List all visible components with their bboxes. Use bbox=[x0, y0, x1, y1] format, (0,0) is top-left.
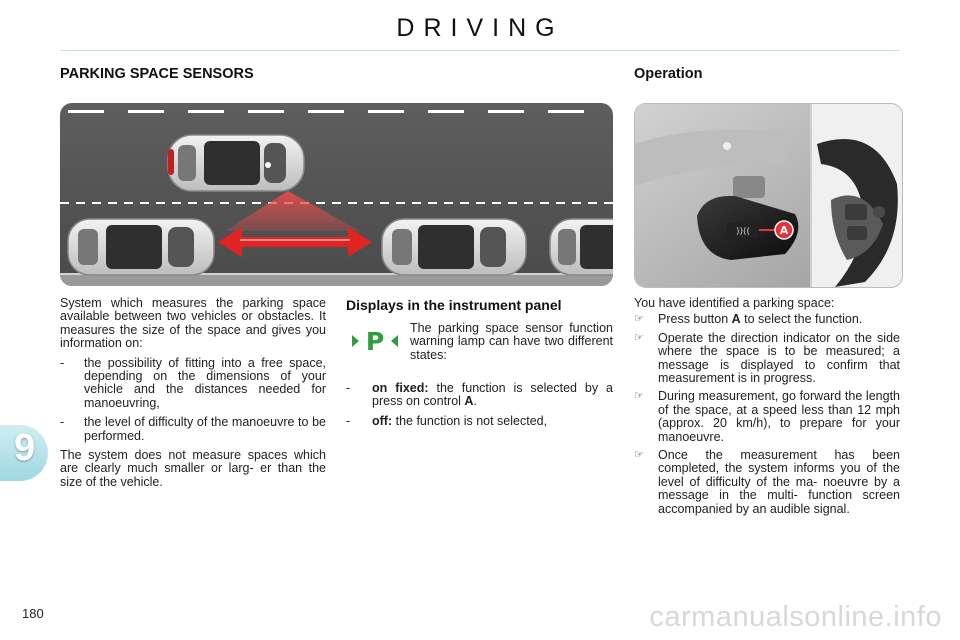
operation-text: You have identified a parking space: ☞ P… bbox=[634, 296, 900, 521]
operation-intro: You have identified a parking space: bbox=[634, 296, 835, 310]
lamp-states: - on fixed: the function is selected by … bbox=[346, 381, 613, 434]
callout-a-label: A bbox=[780, 224, 789, 237]
list-dash: - bbox=[346, 381, 351, 395]
list-item: ☞ Operate the direction indicator on the… bbox=[634, 330, 900, 386]
pointing-hand-icon: ☞ bbox=[634, 313, 644, 326]
list-item: - the possibility of fitting into a free… bbox=[60, 355, 326, 411]
state-text-end: . bbox=[473, 394, 477, 409]
step-text: Operate the direction indicator on the s… bbox=[658, 330, 900, 386]
pointing-hand-icon: ☞ bbox=[634, 390, 644, 403]
header-divider bbox=[60, 50, 900, 51]
dashboard-image: ))(( A bbox=[635, 104, 902, 287]
list-dash: - bbox=[60, 415, 65, 430]
pointing-hand-icon: ☞ bbox=[634, 331, 644, 344]
list-item: ☞ Press button A to select the function. bbox=[634, 313, 900, 326]
step-text: Press button bbox=[658, 312, 732, 327]
parking-illustration bbox=[60, 103, 613, 286]
step-text-end: to select the function. bbox=[740, 312, 863, 327]
page-number: 180 bbox=[22, 606, 44, 621]
parking-road-image bbox=[60, 103, 613, 286]
lamp-state-list: - on fixed: the function is selected by … bbox=[346, 381, 613, 428]
state-text: the function is selected by a press on c… bbox=[372, 381, 613, 409]
operation-steps: ☞ Press button A to select the function.… bbox=[634, 313, 900, 516]
chapter-tab bbox=[0, 425, 48, 481]
list-dash: - bbox=[60, 355, 65, 370]
list-item: - on fixed: the function is selected by … bbox=[346, 381, 613, 409]
intro-paragraph: System which measures the parking space … bbox=[60, 296, 326, 351]
watermark: carmanualsonline.info bbox=[649, 601, 942, 633]
note-paragraph: The system does not measure spaces which… bbox=[60, 448, 326, 489]
displays-subheading: Displays in the instrument panel bbox=[346, 297, 562, 313]
page-header-title: DRIVING bbox=[396, 14, 564, 42]
pointing-hand-icon: ☞ bbox=[634, 449, 644, 462]
list-item: - off: the function is not selected, bbox=[346, 413, 613, 428]
state-text: the function is not selected, bbox=[392, 413, 548, 428]
left-column-text: System which measures the parking space … bbox=[60, 296, 326, 495]
list-item: ☞ Once the measurement has been complete… bbox=[634, 448, 900, 516]
state-label-off: off: bbox=[372, 413, 393, 428]
list-item-text: the level of difficulty of the manoeuvre… bbox=[84, 415, 326, 443]
step-text: Once the measurement has been completed,… bbox=[658, 448, 900, 516]
dashboard-control-illustration: ))(( A bbox=[634, 103, 903, 288]
svg-text:P: P bbox=[366, 327, 384, 356]
svg-text:))((: ))(( bbox=[736, 227, 750, 237]
state-label-on-fixed: on fixed: bbox=[372, 381, 429, 395]
parking-sensor-lamp-icon: P bbox=[352, 326, 398, 356]
list-item-text: the possibility of fitting into a free s… bbox=[84, 355, 326, 410]
info-list: - the possibility of fitting into a free… bbox=[60, 355, 326, 443]
list-item: - the level of difficulty of the manoeuv… bbox=[60, 415, 326, 443]
button-a-ref: A bbox=[731, 312, 741, 327]
section-title-parking-space-sensors: PARKING SPACE SENSORS bbox=[60, 66, 254, 82]
step-text: During measurement, go forward the lengt… bbox=[658, 389, 900, 444]
lamp-description: The parking space sensor function warnin… bbox=[410, 321, 613, 362]
list-item: ☞ During measurement, go forward the len… bbox=[634, 390, 900, 444]
control-a-ref: A bbox=[464, 394, 474, 409]
section-title-operation: Operation bbox=[634, 66, 703, 82]
chapter-tab-number: 9 bbox=[14, 427, 36, 469]
list-dash: - bbox=[346, 413, 351, 428]
